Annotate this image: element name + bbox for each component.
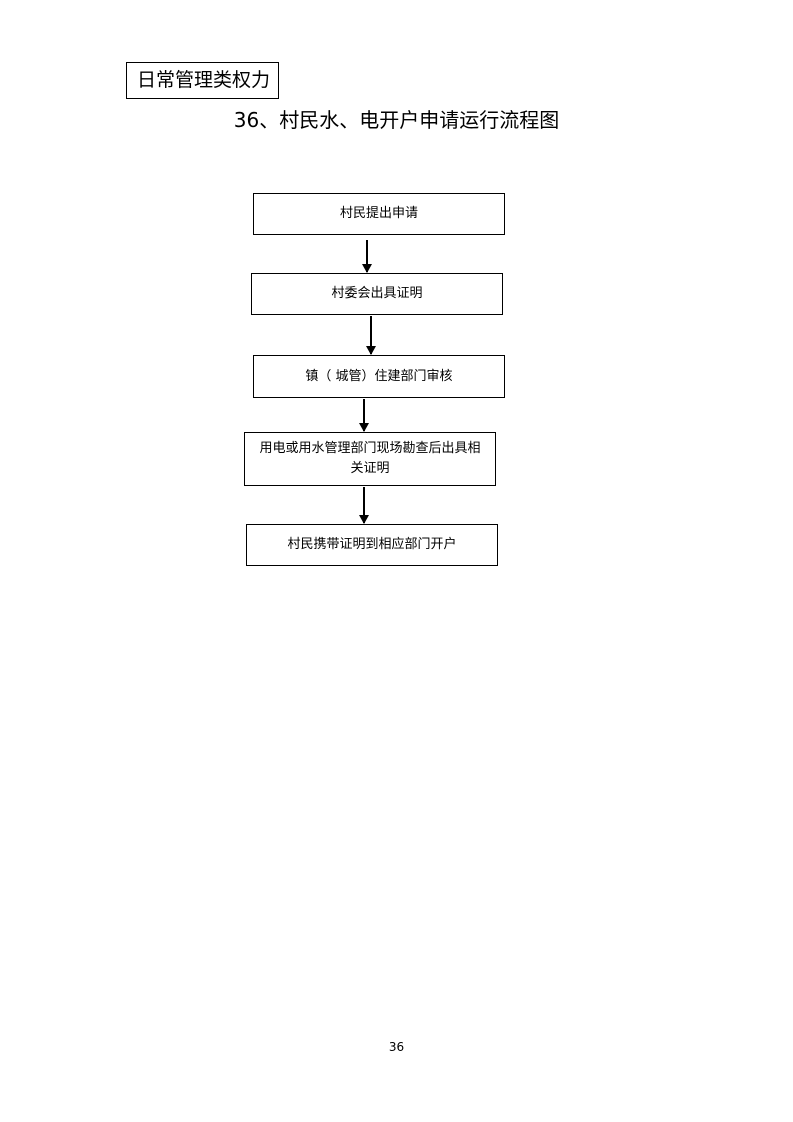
flow-arrow-1 <box>362 240 371 273</box>
page-number: 36 <box>388 1040 405 1054</box>
flow-step-3: 镇（ 城管）住建部门审核 <box>253 355 505 398</box>
flow-arrow-3 <box>359 399 368 432</box>
flow-step-5: 村民携带证明到相应部门开户 <box>246 524 498 566</box>
category-label: 日常管理类权力 <box>126 62 279 99</box>
page-title: 36、村民水、电开户申请运行流程图 <box>0 104 793 133</box>
flow-arrow-4 <box>359 487 368 524</box>
flow-step-2: 村委会出具证明 <box>251 273 503 315</box>
flow-step-4: 用电或用水管理部门现场勘查后出具相关证明 <box>244 432 496 486</box>
flow-arrow-2 <box>366 316 375 355</box>
flow-step-1: 村民提出申请 <box>253 193 505 235</box>
title-text: 36、村民水、电开户申请运行流程图 <box>233 108 560 132</box>
